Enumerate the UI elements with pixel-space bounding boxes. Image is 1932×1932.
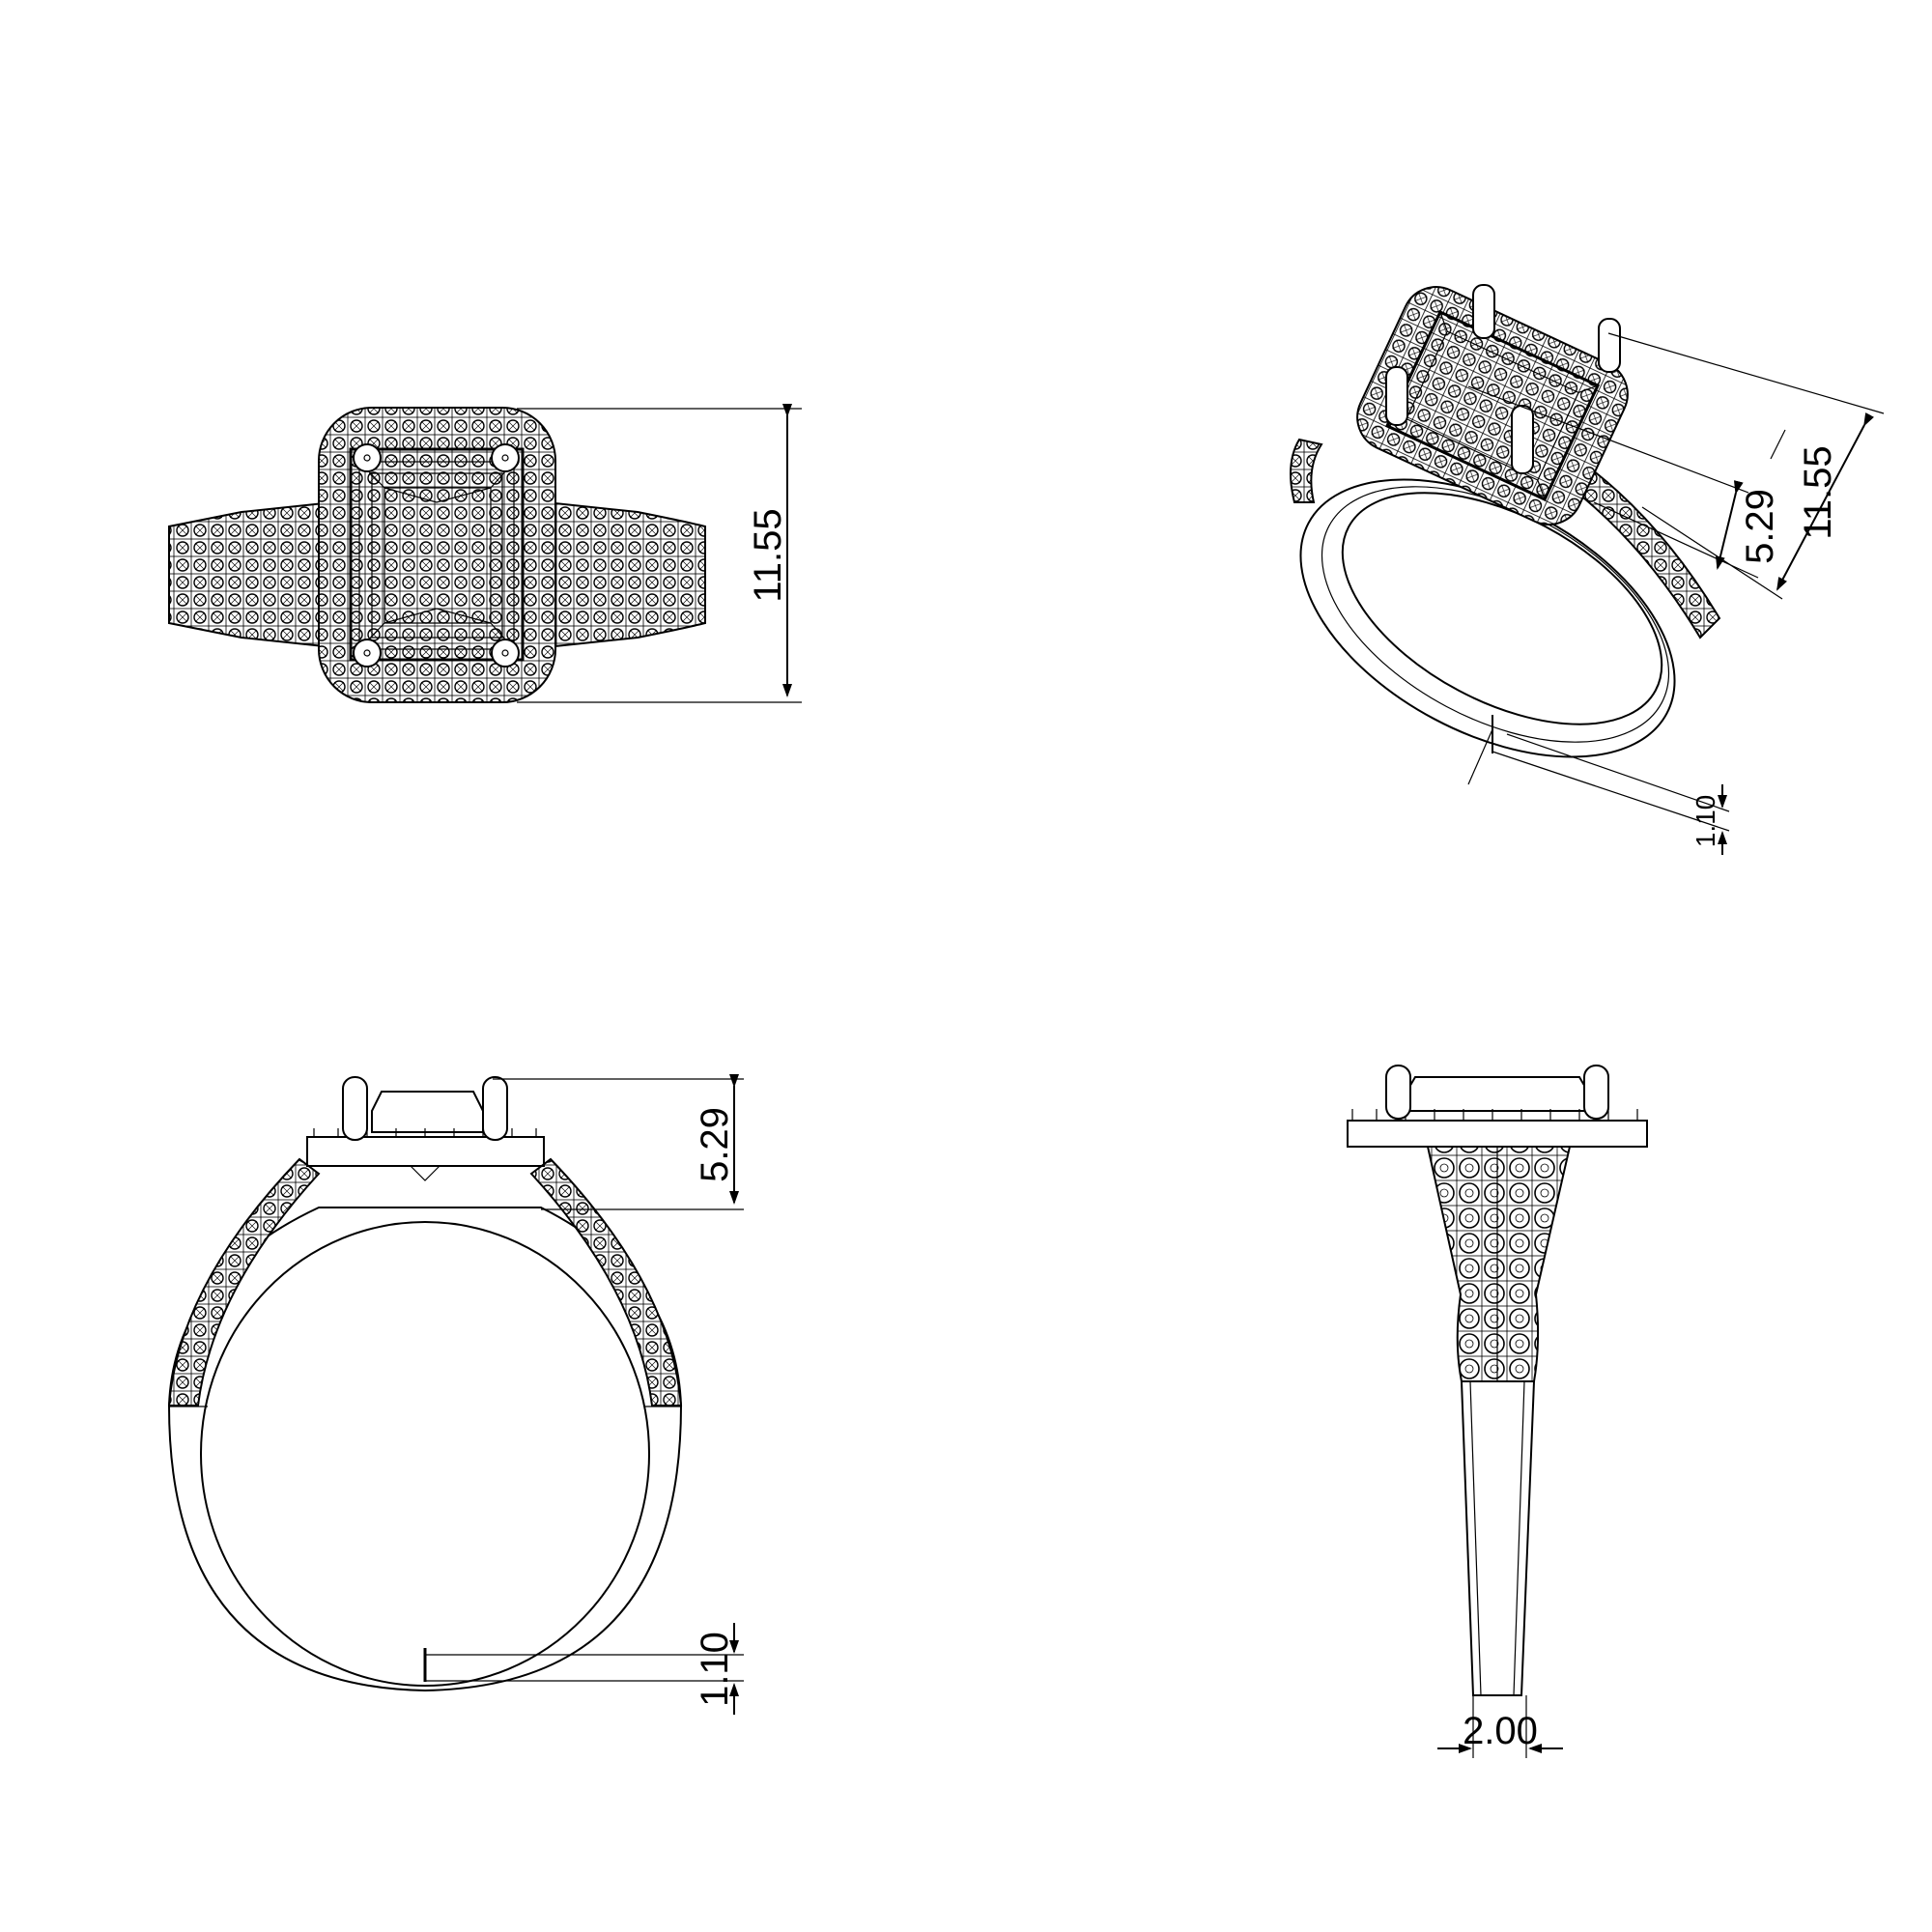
pave-shank-left [1290, 438, 1323, 503]
dimension-label: 11.55 [747, 508, 789, 602]
gem-frame [349, 447, 525, 662]
gem-side-view [1405, 1076, 1590, 1112]
dimension-top-11-55: 11.55 [517, 404, 802, 703]
prong-left-side [1385, 1065, 1411, 1120]
prongs [353, 443, 520, 668]
front-view: 5.29 1.10 [167, 1074, 744, 1715]
dimension-label: 1.10 [1690, 795, 1720, 848]
prong-right-side [1583, 1065, 1609, 1120]
dimension-persp-11-55: 11.55 [1607, 332, 1885, 600]
dimension-label: 5.29 [1739, 489, 1781, 564]
dimension-front-5-29: 5.29 [493, 1074, 744, 1210]
band-inner [1341, 492, 1663, 725]
top-view: 11.55 [168, 404, 802, 703]
dimension-label: 2.00 [1463, 1710, 1538, 1752]
pave-left [167, 1157, 321, 1406]
side-view: 2.00 [1347, 1065, 1648, 1758]
prongs-perspective [1385, 284, 1621, 474]
perspective-view: 11.55 5.29 1.10 [1290, 284, 1885, 855]
emerald-cut-gem [358, 461, 515, 650]
shank-outer [167, 1207, 683, 1692]
shank-right [545, 500, 706, 649]
halo-plate [1347, 1120, 1648, 1148]
gem-side [371, 1091, 484, 1133]
halo-perspective [1356, 286, 1629, 526]
shank-left [168, 500, 334, 649]
finger-hole [200, 1221, 650, 1687]
shank-lower [1460, 1380, 1536, 1696]
pave-right [529, 1157, 683, 1406]
dimension-label: 1.10 [694, 1632, 736, 1707]
dimension-persp-1-10: 1.10 [1467, 715, 1730, 855]
dimension-label: 5.29 [694, 1107, 736, 1182]
dimension-front-1-10: 1.10 [425, 1623, 744, 1715]
halo-side [306, 1136, 545, 1167]
dimension-persp-5-29: 5.29 [1467, 385, 1786, 579]
pave-shank-side [1426, 1146, 1572, 1382]
dimension-label: 11.55 [1797, 445, 1839, 539]
prong-left [342, 1076, 368, 1141]
prong-right [482, 1076, 508, 1141]
dimension-side-2-00: 2.00 [1437, 1695, 1563, 1758]
